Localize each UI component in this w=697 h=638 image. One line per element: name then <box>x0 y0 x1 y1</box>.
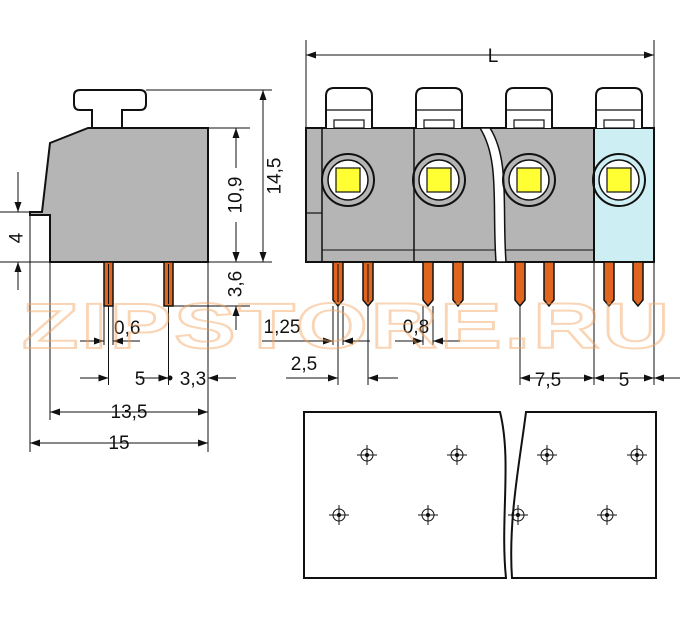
push-button-1 <box>321 153 375 207</box>
dim-end-width: 5 <box>619 370 630 391</box>
dim-pin-pitch: 5 <box>135 369 146 390</box>
dim-depth-total: 15 <box>108 433 129 454</box>
crosshair-hole-icon <box>329 445 647 525</box>
dim-height-body: 10,9 <box>226 177 247 214</box>
push-button-2 <box>412 153 466 207</box>
front-view: L 1,25 0,8 2,5 7,5 5 <box>262 40 680 391</box>
dim-pin-offset: 3,3 <box>180 369 206 390</box>
screw-head <box>73 89 147 129</box>
dim-pitch: 7,5 <box>535 370 561 391</box>
dim-step-height: 4 <box>7 232 28 243</box>
pcb-footprint <box>303 411 657 579</box>
latch-3 <box>505 87 553 129</box>
dim-depth-inner: 13,5 <box>111 402 148 423</box>
dim-pin-edge: 1,25 <box>264 317 301 338</box>
latch-1 <box>325 87 373 129</box>
dim-pin-length: 3,6 <box>226 271 247 297</box>
footprint-right-panel <box>510 411 657 579</box>
watermark: ZIPSTORE.RU <box>22 290 672 362</box>
latch-4 <box>595 87 643 129</box>
break-gap <box>478 127 507 263</box>
dim-pin-thickness: 0,8 <box>403 317 429 338</box>
dim-length: L <box>488 46 499 67</box>
dim-first-pitch: 2,5 <box>291 354 317 375</box>
housing-side <box>29 127 209 263</box>
push-button-3 <box>502 153 556 207</box>
side-view: 14,5 10,9 3,6 4 0,6 5 3,3 13,5 <box>0 89 286 454</box>
dim-pin-width: 0,6 <box>114 318 140 339</box>
latch-2 <box>415 87 463 129</box>
dim-height-total: 14,5 <box>265 158 286 195</box>
push-button-4 <box>592 153 646 207</box>
footprint-left-panel <box>303 411 508 579</box>
